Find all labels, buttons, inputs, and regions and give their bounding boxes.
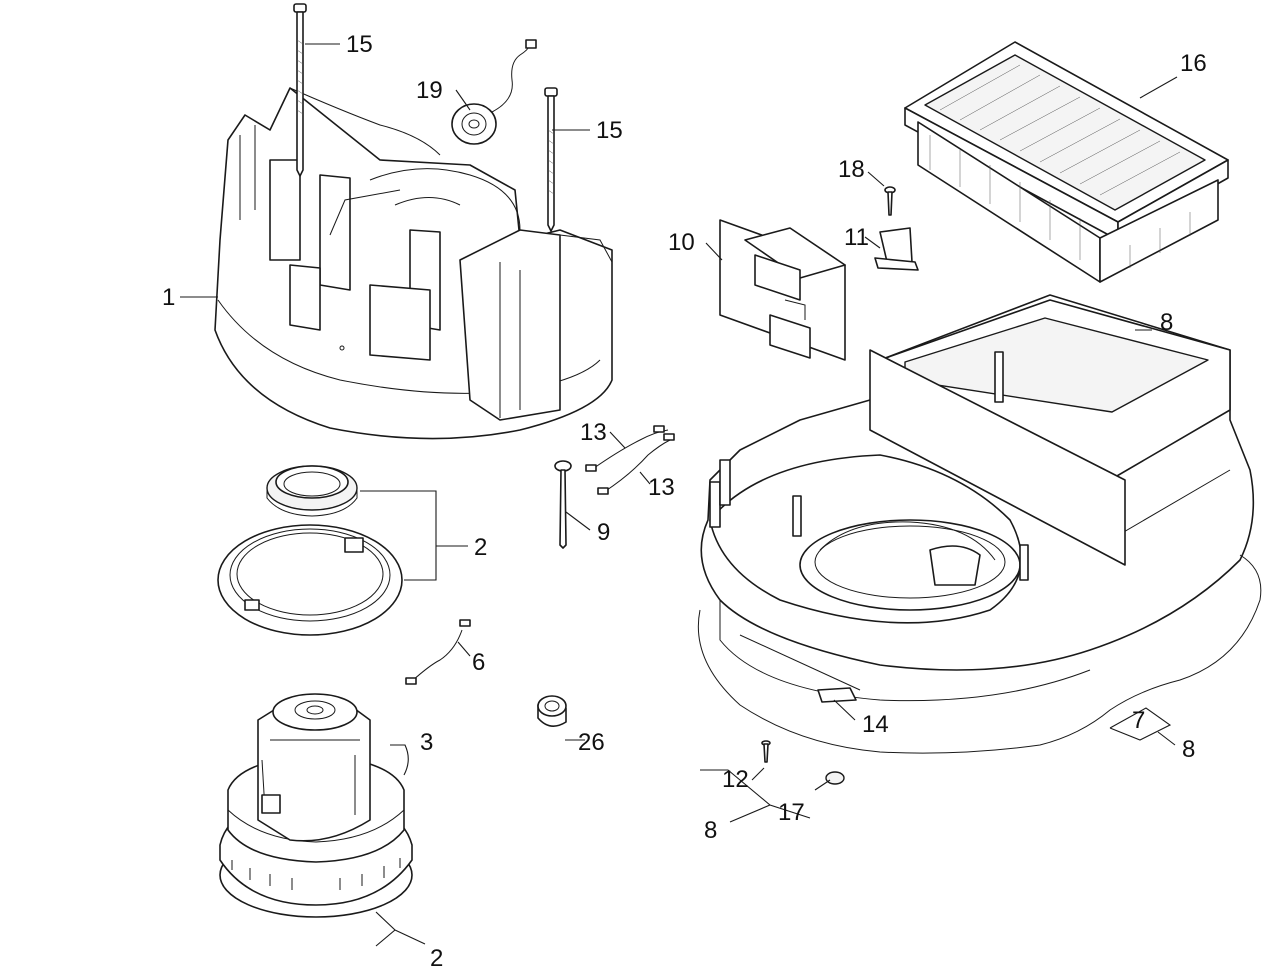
callout-15-right: 15: [596, 117, 623, 144]
callout-18: 18: [838, 156, 865, 183]
part-6-wire: [405, 619, 471, 685]
callout-12: 12: [722, 766, 749, 793]
part-18-screw: [884, 186, 896, 216]
part-8-base: [700, 294, 1255, 703]
callout-1: 1: [162, 284, 175, 311]
callout-14: 14: [862, 711, 889, 738]
part-10-circuit-board: [719, 219, 846, 361]
part-2-upper-seal: [266, 465, 358, 517]
callout-8-far-right: 8: [1182, 736, 1195, 763]
callout-19: 19: [416, 77, 443, 104]
part-9-screw: [554, 460, 572, 549]
callout-3: 3: [420, 729, 433, 756]
part-15-screw-right: [544, 87, 558, 232]
part-12-screw: [761, 740, 771, 763]
callout-13-lower: 13: [648, 474, 675, 501]
callout-7: 7: [1132, 707, 1145, 734]
callout-6: 6: [472, 649, 485, 676]
callout-11: 11: [844, 224, 869, 251]
leader-lines: [180, 43, 1178, 947]
callout-15-left: 15: [346, 31, 373, 58]
part-17-foot: [825, 771, 845, 785]
callout-8-bottom: 8: [704, 817, 717, 844]
part-3-motor: [219, 693, 413, 918]
part-26-bushing: [537, 695, 567, 727]
callout-10: 10: [668, 229, 695, 256]
part-16-filter: [904, 41, 1229, 283]
callout-2-lower: 2: [430, 945, 443, 972]
callout-17: 17: [778, 799, 805, 826]
part-19-component: [451, 39, 537, 145]
callout-13-upper: 13: [580, 419, 607, 446]
callout-labels: 1 15 15 19 2 2 3 6 26 9 13 13 10 18 11 1…: [162, 31, 1207, 972]
callout-26: 26: [578, 729, 605, 756]
callout-16: 16: [1180, 50, 1207, 77]
part-2-lower-ring: [217, 524, 403, 636]
callout-8-right: 8: [1160, 309, 1173, 336]
part-7-gasket: [697, 554, 1262, 754]
part-1-motor-head: [214, 87, 613, 440]
callout-9: 9: [597, 519, 610, 546]
part-13-cables: [585, 425, 675, 495]
callout-2-upper: 2: [474, 534, 487, 561]
part-15-screw-left: [293, 3, 307, 177]
part-11-bracket: [874, 227, 919, 271]
